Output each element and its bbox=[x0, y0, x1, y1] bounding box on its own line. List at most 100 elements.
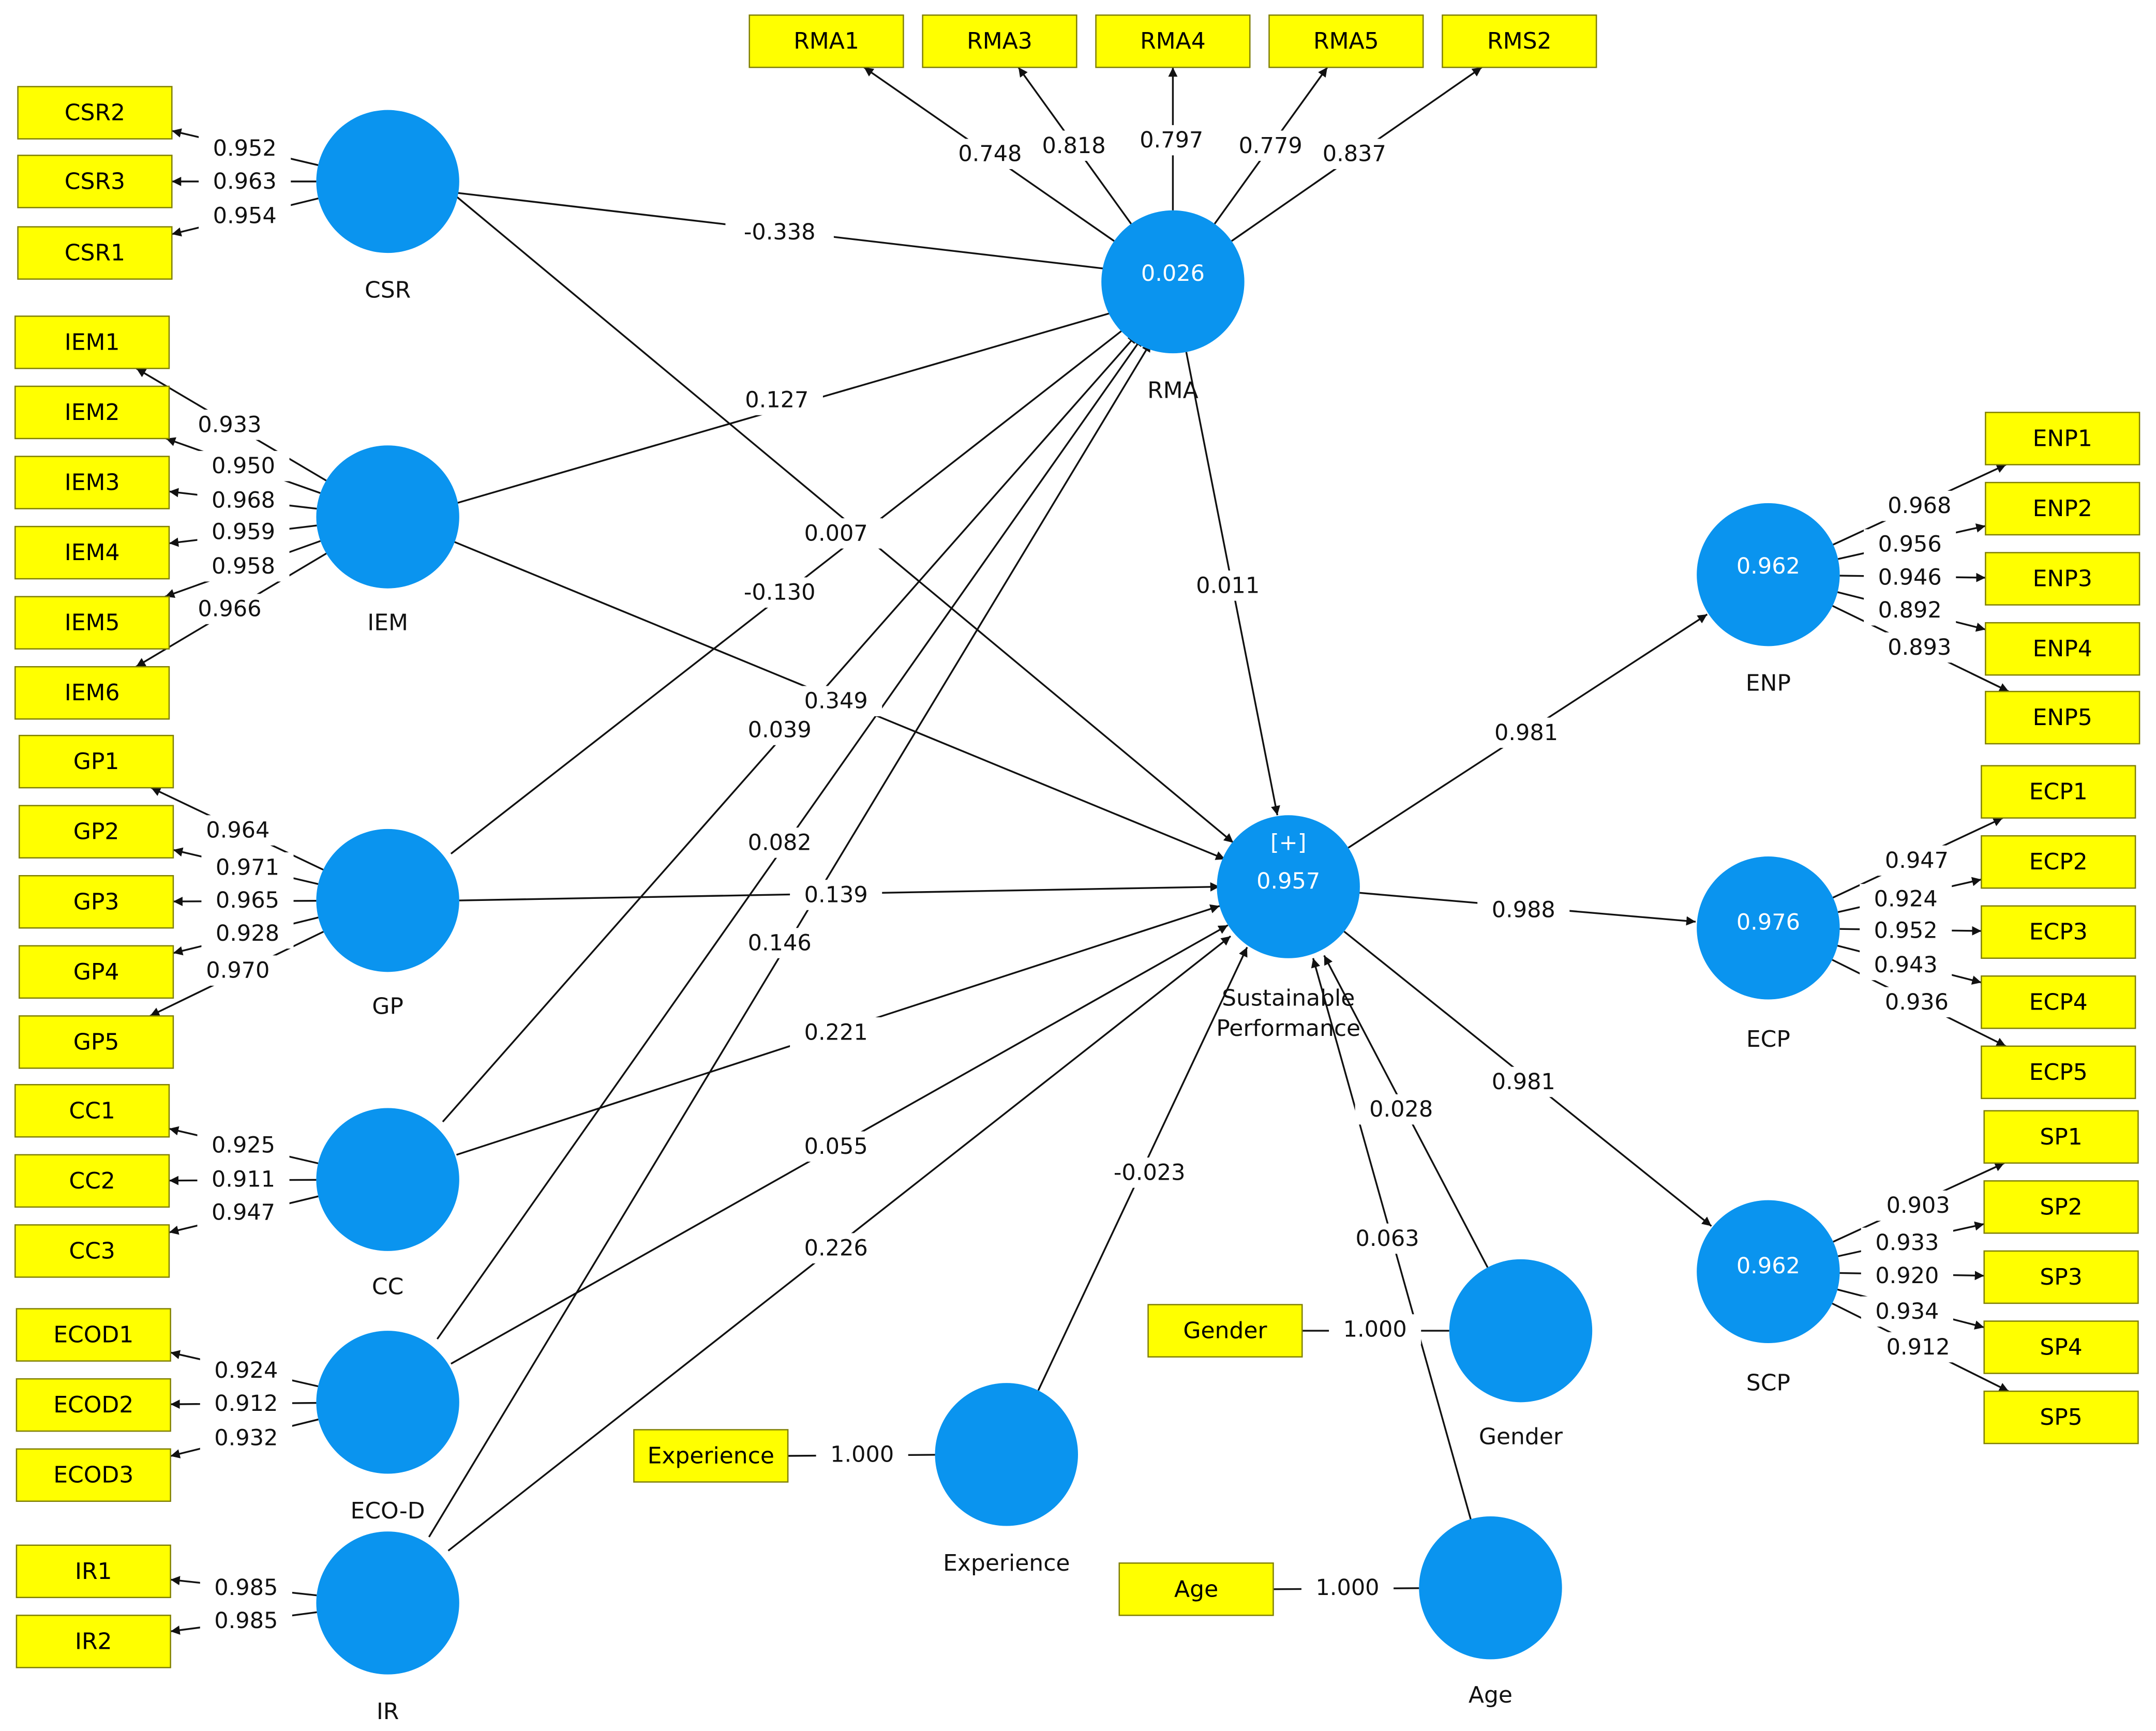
indicator-label-rms2: RMS2 bbox=[1487, 28, 1551, 54]
indicator-rms2[interactable] bbox=[1442, 14, 1597, 68]
indicator-iem5[interactable] bbox=[14, 596, 170, 650]
construct-iem[interactable] bbox=[316, 445, 459, 589]
loading-ecp2: 0.924 bbox=[1874, 886, 1938, 912]
indicator-ir1[interactable] bbox=[16, 1544, 171, 1599]
indicator-label-csr2: CSR2 bbox=[65, 99, 125, 126]
construct-sp[interactable] bbox=[1217, 815, 1360, 958]
construct-enp[interactable] bbox=[1697, 503, 1840, 646]
loading-sp5-bg bbox=[1872, 1332, 1965, 1363]
indicator-enp3[interactable] bbox=[1985, 552, 2140, 606]
construct-ir[interactable] bbox=[316, 1531, 459, 1675]
construct-scp[interactable] bbox=[1697, 1200, 1840, 1344]
indicator-gender[interactable] bbox=[1147, 1304, 1303, 1358]
indicator-enp2[interactable] bbox=[1985, 481, 2140, 536]
loading-ecod2-bg bbox=[200, 1388, 292, 1419]
indicator-ecp5[interactable] bbox=[1981, 1045, 2136, 1100]
indicator-label-gp4: GP4 bbox=[73, 959, 119, 985]
indicator-rma5[interactable] bbox=[1268, 14, 1424, 68]
indicator-iem4[interactable] bbox=[14, 525, 170, 580]
indicator-csr1[interactable] bbox=[17, 226, 173, 280]
construct-gp[interactable] bbox=[316, 829, 459, 972]
loading-gp1-bg bbox=[191, 815, 284, 846]
construct-exp[interactable] bbox=[935, 1383, 1078, 1526]
loading-cc1-bg bbox=[197, 1130, 290, 1161]
indicator-csr2[interactable] bbox=[17, 86, 173, 140]
indicator-ecod1[interactable] bbox=[16, 1308, 171, 1362]
path-coef-csr-sp: 0.007 bbox=[804, 520, 868, 546]
loading-enp4: 0.892 bbox=[1878, 597, 1942, 623]
construct-gen[interactable] bbox=[1449, 1259, 1593, 1403]
loading-sp4-bg bbox=[1861, 1296, 1953, 1327]
coefficient-labels-layer: 0.9520.9630.9540.9330.9500.9680.9590.958… bbox=[183, 125, 1966, 1636]
path-coef-gp-sp: 0.139 bbox=[804, 882, 868, 908]
path-coef-gp-sp-bg bbox=[790, 880, 882, 910]
indicator-ecp1[interactable] bbox=[1981, 765, 2136, 819]
indicator-csr3[interactable] bbox=[17, 155, 173, 208]
indicator-sp3[interactable] bbox=[1983, 1250, 2139, 1304]
nodes-layer: CSR2CSR3CSR1IEM1IEM2IEM3IEM4IEM5IEM6GP1G… bbox=[14, 14, 2140, 1725]
path-coef-rma-sp: 0.011 bbox=[1196, 573, 1260, 598]
construct-ecod[interactable] bbox=[316, 1331, 459, 1474]
path-coef-gp-rma: -0.130 bbox=[744, 580, 816, 606]
indicator-ecod2[interactable] bbox=[16, 1378, 171, 1432]
path-coef-gen-sp-bg bbox=[1355, 1094, 1447, 1125]
indicator-ecp3[interactable] bbox=[1981, 905, 2136, 959]
path-coef-sp-scp: 0.981 bbox=[1492, 1069, 1555, 1095]
loading-gender: 1.000 bbox=[1343, 1316, 1407, 1342]
construct-name-age: Age bbox=[1469, 1682, 1513, 1708]
indicator-label-rma4: RMA4 bbox=[1140, 28, 1206, 54]
construct-cc[interactable] bbox=[316, 1108, 459, 1251]
indicator-label-ir2: IR2 bbox=[75, 1628, 112, 1654]
indicator-ecp2[interactable] bbox=[1981, 835, 2136, 889]
indicator-iem1[interactable] bbox=[14, 315, 170, 369]
indicator-label-iem4: IEM4 bbox=[65, 539, 120, 566]
indicator-enp5[interactable] bbox=[1985, 690, 2140, 745]
indicator-label-ir1: IR1 bbox=[75, 1558, 112, 1585]
loading-gp5: 0.970 bbox=[206, 958, 270, 984]
indicator-gp3[interactable] bbox=[18, 875, 174, 929]
loading-sp2-bg bbox=[1861, 1227, 1953, 1258]
indicator-rma3[interactable] bbox=[922, 14, 1077, 68]
loading-csr3-bg bbox=[199, 166, 291, 197]
loading-rma4-bg bbox=[1125, 125, 1218, 156]
path-coef-cc-sp: 0.221 bbox=[804, 1019, 868, 1045]
indicator-sp2[interactable] bbox=[1983, 1180, 2139, 1234]
indicator-gp1[interactable] bbox=[18, 734, 174, 789]
indicator-enp1[interactable] bbox=[1985, 412, 2140, 465]
indicator-ecp4[interactable] bbox=[1981, 975, 2136, 1029]
construct-csr[interactable] bbox=[316, 110, 459, 253]
loading-csr2-bg bbox=[199, 133, 291, 164]
indicator-label-enp2: ENP2 bbox=[2033, 495, 2092, 522]
loading-ecp3: 0.952 bbox=[1874, 918, 1938, 944]
path-coef-iem-rma-bg bbox=[730, 385, 823, 415]
indicator-gp2[interactable] bbox=[18, 805, 174, 859]
indicator-gp5[interactable] bbox=[18, 1015, 174, 1069]
construct-name-ir: IR bbox=[377, 1698, 399, 1725]
indicator-sp1[interactable] bbox=[1983, 1110, 2139, 1164]
indicator-label-rma5: RMA5 bbox=[1313, 28, 1379, 54]
construct-ecp[interactable] bbox=[1697, 856, 1840, 1000]
construct-name-sp-line2: Performance bbox=[1216, 1015, 1360, 1042]
indicator-experience[interactable] bbox=[633, 1429, 789, 1483]
construct-expand-badge[interactable]: [+] bbox=[1270, 830, 1307, 855]
indicator-iem3[interactable] bbox=[14, 456, 170, 509]
indicator-iem6[interactable] bbox=[14, 666, 170, 720]
indicator-rma1[interactable] bbox=[748, 14, 904, 68]
construct-rma[interactable] bbox=[1101, 210, 1245, 354]
loading-ecp2-bg bbox=[1860, 884, 1952, 914]
indicator-iem2[interactable] bbox=[14, 385, 170, 440]
loading-rms2-bg bbox=[1308, 139, 1401, 169]
indicator-ir2[interactable] bbox=[16, 1615, 171, 1668]
indicator-age[interactable] bbox=[1118, 1562, 1274, 1616]
loading-ecod1-bg bbox=[200, 1355, 292, 1386]
indicator-rma4[interactable] bbox=[1095, 14, 1251, 68]
construct-age[interactable] bbox=[1419, 1516, 1562, 1660]
indicator-gp4[interactable] bbox=[18, 945, 174, 999]
indicator-cc2[interactable] bbox=[14, 1154, 170, 1208]
indicator-cc1[interactable] bbox=[14, 1084, 170, 1138]
indicator-ecod3[interactable] bbox=[16, 1448, 171, 1502]
indicator-enp4[interactable] bbox=[1985, 622, 2140, 676]
indicator-sp5[interactable] bbox=[1983, 1390, 2139, 1444]
indicator-sp4[interactable] bbox=[1983, 1320, 2139, 1374]
indicator-cc3[interactable] bbox=[14, 1224, 170, 1278]
